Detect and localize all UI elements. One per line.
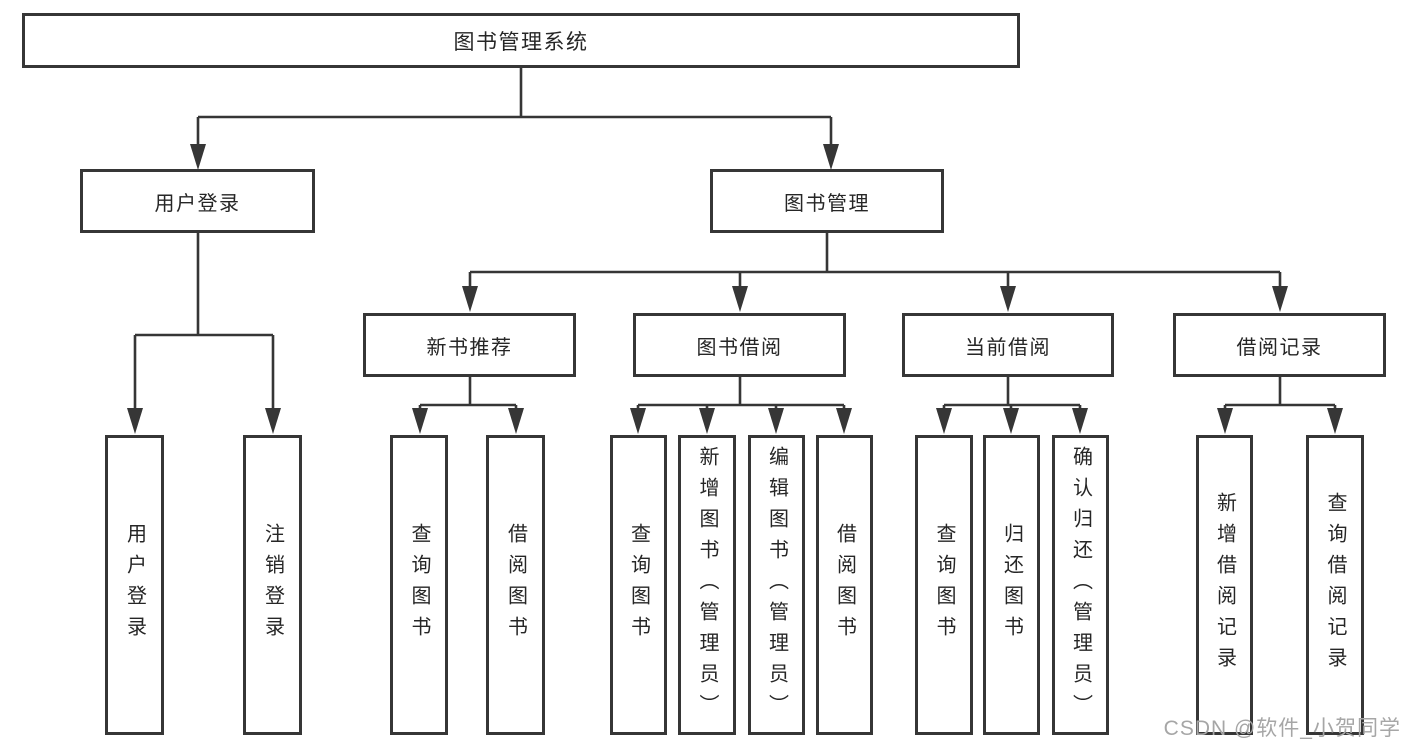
node-query-books-current-label: 查询图书 xyxy=(933,523,955,647)
node-borrow-books-label: 借阅图书 xyxy=(833,523,856,647)
node-query-borrow-record: 查询借阅记录 xyxy=(1306,435,1364,735)
node-add-books-admin-label: 新增图书（管理员） xyxy=(696,445,718,725)
node-query-borrow-record-label: 查询借阅记录 xyxy=(1324,492,1346,678)
node-edit-books-admin-label: 编辑图书（管理员） xyxy=(765,445,788,725)
node-confirm-return-admin-label: 确认归还（管理员） xyxy=(1069,445,1092,725)
node-query-books-borrow-label: 查询图书 xyxy=(627,523,650,647)
connector-borrowrecords-to-leaves xyxy=(1217,377,1343,434)
node-user-login-leaf-label: 用户登录 xyxy=(123,523,146,647)
node-user-login-label: 用户登录 xyxy=(154,192,241,215)
connector-bookborrow-to-leaves xyxy=(630,377,852,434)
node-current-borrowing-label: 当前借阅 xyxy=(965,336,1051,359)
node-add-borrow-record-label: 新增借阅记录 xyxy=(1213,492,1236,678)
node-borrow-books: 借阅图书 xyxy=(816,435,873,735)
node-borrowing-records-label: 借阅记录 xyxy=(1236,336,1323,359)
node-book-borrowing-label: 图书借阅 xyxy=(696,336,783,359)
node-return-books-label: 归还图书 xyxy=(1000,523,1023,647)
node-book-management-label: 图书管理 xyxy=(784,192,870,215)
node-borrow-books-recommend-label: 借阅图书 xyxy=(504,523,527,647)
node-book-management: 图书管理 xyxy=(710,169,944,233)
node-logout: 注销登录 xyxy=(243,435,302,735)
connector-currentborrow-to-leaves xyxy=(936,377,1088,434)
node-user-login-leaf: 用户登录 xyxy=(105,435,164,735)
node-new-book-recommend: 新书推荐 xyxy=(363,313,576,377)
node-query-books-recommend: 查询图书 xyxy=(390,435,448,735)
node-new-book-recommend-label: 新书推荐 xyxy=(426,336,513,359)
node-query-books-current: 查询图书 xyxy=(915,435,973,735)
node-root: 图书管理系统 xyxy=(22,13,1020,68)
connector-newbook-to-leaves xyxy=(412,377,524,434)
node-root-label: 图书管理系统 xyxy=(453,30,589,54)
node-return-books: 归还图书 xyxy=(983,435,1040,735)
node-borrowing-records: 借阅记录 xyxy=(1173,313,1386,377)
csdn-watermark: CSDN @软件_小贺同学 xyxy=(1163,717,1401,740)
connector-root-to-level2 xyxy=(190,68,839,170)
node-book-borrowing: 图书借阅 xyxy=(633,313,846,377)
node-add-borrow-record: 新增借阅记录 xyxy=(1196,435,1253,735)
node-query-books-borrow: 查询图书 xyxy=(610,435,667,735)
node-edit-books-admin: 编辑图书（管理员） xyxy=(748,435,805,735)
node-add-books-admin: 新增图书（管理员） xyxy=(678,435,736,735)
connector-bookmgmt-to-level3 xyxy=(462,233,1288,312)
node-query-books-recommend-label: 查询图书 xyxy=(408,523,430,647)
node-logout-label: 注销登录 xyxy=(261,523,284,647)
connector-userlogin-to-leaves xyxy=(127,233,281,434)
node-borrow-books-recommend: 借阅图书 xyxy=(486,435,545,735)
node-confirm-return-admin: 确认归还（管理员） xyxy=(1052,435,1109,735)
node-current-borrowing: 当前借阅 xyxy=(902,313,1114,377)
node-user-login: 用户登录 xyxy=(80,169,315,233)
